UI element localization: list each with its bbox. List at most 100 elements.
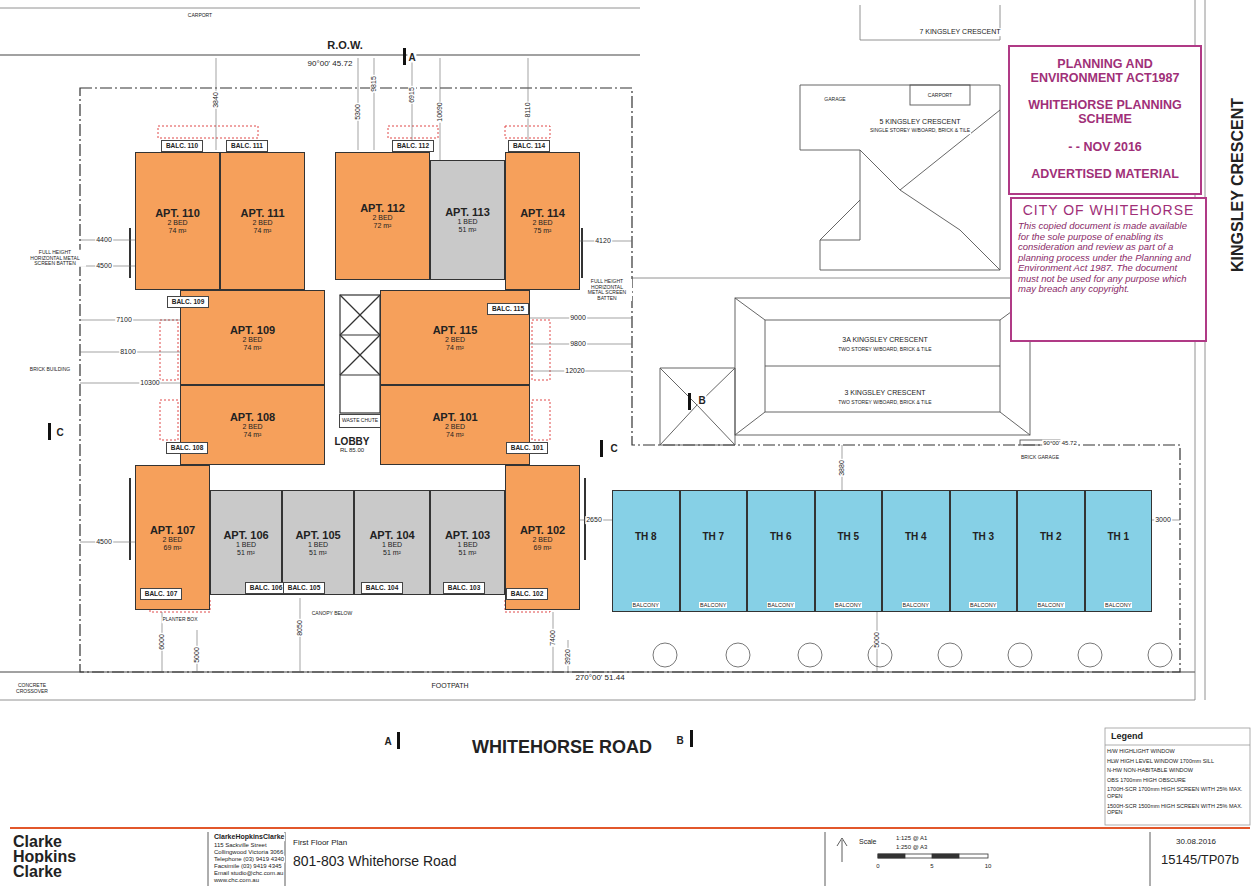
- neighbour-houses: [800, 85, 1000, 270]
- plan-label: 5 KINGSLEY CRESCENT: [878, 118, 961, 126]
- plan-label: Facsimile (03) 9419 4345: [213, 863, 283, 870]
- plan-label: 90°00' 45.72: [1042, 440, 1078, 447]
- unit-name: APT. 111: [240, 207, 284, 219]
- unit-name: APT. 102: [520, 524, 565, 536]
- plan-label: CARPORT: [187, 13, 213, 19]
- plan-label: CANOPY BELOW: [311, 611, 353, 617]
- unit-detail: 2 BED: [532, 536, 552, 544]
- unit-detail: 2 BED: [532, 219, 552, 227]
- plan-label: 2650: [585, 516, 603, 524]
- townhouse-unit: TH 4BALCONY: [882, 490, 950, 612]
- unit-name: LOBBY: [335, 436, 370, 447]
- townhouse-unit: TH 5BALCONY: [815, 490, 883, 612]
- context-lines: [1205, 0, 1206, 700]
- plan-label: Clarke: [12, 863, 63, 881]
- balcony-box: BALC. 106: [245, 582, 288, 594]
- unit-name: BALC. 104: [366, 584, 399, 591]
- plan-label: 5: [929, 863, 934, 870]
- unit-detail: BALCONY: [699, 602, 727, 608]
- core-lift: [340, 295, 380, 413]
- plan-label: 9800: [569, 340, 587, 348]
- unit-detail: RL 85.00: [340, 447, 364, 454]
- plan-label: Email studio@chc.com.au: [213, 870, 284, 877]
- section-markers: [403, 48, 406, 65]
- unit-name: BALC. 102: [511, 590, 544, 597]
- plan-label: 5300: [354, 103, 362, 121]
- title-block: [10, 728, 1250, 886]
- unit-name: APT. 109: [230, 324, 275, 336]
- plan-label: WHITEHORSE ROAD: [471, 738, 653, 758]
- plan-label: www.chc.com.au: [213, 877, 260, 884]
- apartment-unit: APT. 1051 BED51 m²: [282, 490, 354, 595]
- unit-detail: 72 m²: [374, 222, 392, 230]
- plan-label: 12020: [564, 367, 585, 375]
- unit-name: APT. 104: [369, 529, 414, 541]
- unit-detail: 2 BED: [167, 219, 187, 227]
- council-stamp: CITY OF WHITEHORSEThis copied document i…: [1010, 197, 1207, 342]
- legend-box: H/W HIGHLIGHT WINDOWHLW HIGH LEVEL WINDO…: [1107, 748, 1248, 819]
- unit-detail: 75 m²: [534, 227, 552, 235]
- neighbour-houses: [735, 298, 1030, 435]
- waste-chute: WASTE CHUTE: [339, 414, 381, 428]
- unit-name: TH 4: [905, 531, 927, 542]
- unit-detail: 2 BED: [445, 423, 465, 431]
- unit-detail: 1 BED: [382, 541, 402, 549]
- balcony-box: BALC. 108: [166, 442, 209, 454]
- balcony-box: BALC. 114: [508, 140, 550, 152]
- unit-detail: 74 m²: [169, 227, 187, 235]
- context-lines: [129, 478, 131, 560]
- context-lines: [129, 228, 131, 278]
- balcony-box: BALC. 109: [167, 296, 210, 308]
- unit-detail: 51 m²: [459, 549, 477, 557]
- townhouse-unit: TH 7 BALCONY: [680, 490, 748, 612]
- title-block: [842, 840, 843, 862]
- plan-label: 7100: [115, 316, 133, 324]
- townhouse-unit: TH 1BALCONY: [1085, 490, 1153, 612]
- lobby-area: LOBBYRL 85.00: [322, 428, 382, 462]
- townhouse-unit: TH 6BALCONY: [747, 490, 815, 612]
- plan-label: 1:125 @ A1: [895, 835, 928, 842]
- unit-detail: BALCONY: [632, 602, 660, 608]
- unit-name: TH 7: [702, 531, 724, 542]
- balcony-box: BALC. 110: [161, 140, 203, 152]
- plan-label: 6915: [408, 86, 416, 104]
- unit-name: TH 5: [837, 531, 859, 542]
- street-trees: [938, 643, 962, 667]
- unit-name: BALC. 106: [250, 584, 283, 591]
- unit-name: BALC. 101: [511, 444, 544, 451]
- street-trees: [1008, 643, 1032, 667]
- core-lift: [340, 295, 380, 335]
- unit-name: BALC. 112: [397, 142, 429, 149]
- plan-label: Telephone (03) 9419 4340: [213, 856, 285, 863]
- planning-stamp: PLANNING AND ENVIRONMENT ACT1987WHITEHOR…: [1008, 45, 1202, 195]
- unit-detail: WHITEHORSE PLANNING SCHEME: [1014, 99, 1196, 127]
- townhouse-unit: TH 2BALCONY: [1017, 490, 1085, 612]
- unit-detail: 69 m²: [164, 544, 182, 552]
- plan-label: 8110: [524, 101, 532, 118]
- legend-entry: HLW HIGH LEVEL WINDOW 1700mm SILL: [1107, 758, 1248, 765]
- context-lines: [0, 700, 1195, 701]
- plan-label: FOOTPATH: [430, 682, 469, 690]
- plan-label: C: [609, 443, 618, 454]
- neighbour-houses: [735, 298, 1030, 435]
- unit-detail: 74 m²: [244, 431, 262, 439]
- title-block: [878, 854, 905, 858]
- unit-name: BALC. 115: [492, 305, 524, 312]
- title-block: [208, 832, 209, 886]
- balcony-box: BALC. 104: [361, 582, 404, 594]
- title-block: [878, 854, 988, 858]
- legend-entry: N-HW NON-HABITABLE WINDOW: [1107, 767, 1248, 774]
- plan-label: GARAGE: [823, 97, 846, 103]
- neighbour-houses: [660, 368, 735, 445]
- unit-name: APT. 107: [150, 524, 195, 536]
- unit-detail: 2 BED: [445, 336, 465, 344]
- unit-detail: 2 BED: [162, 536, 182, 544]
- balcony-box: BALC. 105: [283, 582, 326, 594]
- unit-name: TH 8: [635, 531, 657, 542]
- unit-name: APT. 115: [433, 324, 478, 336]
- unit-name: TH 6: [770, 531, 792, 542]
- section-markers: [397, 732, 400, 749]
- unit-detail: 1 BED: [457, 541, 477, 549]
- unit-name: APT. 101: [432, 411, 477, 423]
